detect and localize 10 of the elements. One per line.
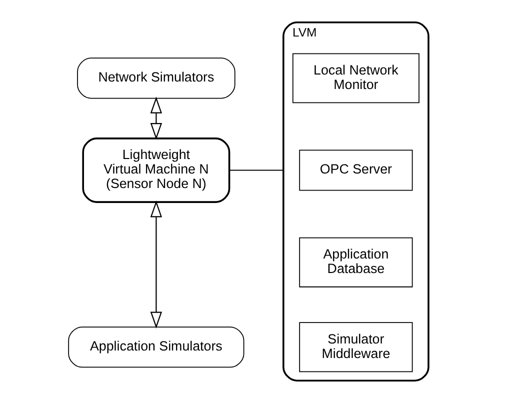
node-box: OPC Server <box>299 149 413 190</box>
arrow <box>150 200 162 328</box>
node-box: Application Database <box>299 236 413 287</box>
node-box: Local Network Monitor <box>292 52 420 103</box>
node-box: Application Simulators <box>68 326 244 368</box>
node-box: Lightweight Virtual Machine N (Sensor Node N) <box>82 137 230 202</box>
connector <box>230 169 284 170</box>
node-box: Network Simulators <box>77 57 236 98</box>
arrow <box>150 96 162 140</box>
node-box: Simulator Middleware <box>299 322 413 372</box>
